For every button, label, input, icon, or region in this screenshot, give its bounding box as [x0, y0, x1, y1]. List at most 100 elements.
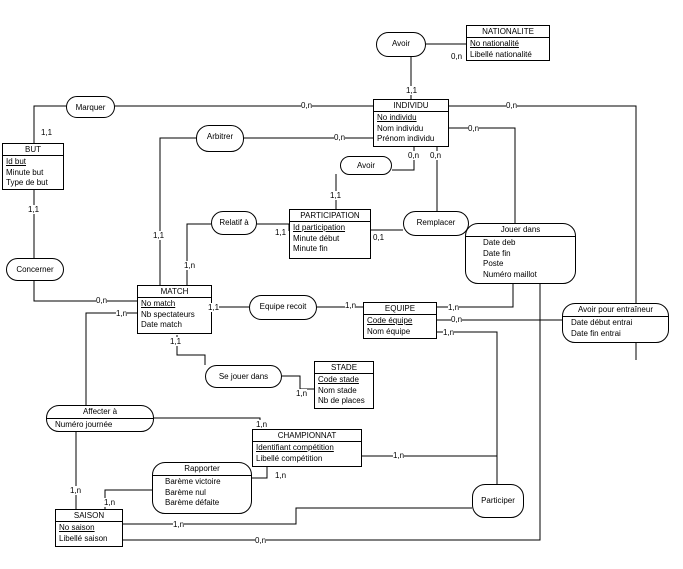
entity-nationalite: NATIONALITE No nationalité Libellé natio… — [466, 25, 550, 61]
attr: Date fin entrai — [571, 328, 621, 338]
card-concerner-match: 0,n — [96, 296, 108, 305]
entity-saison: SAISON No saison Libellé saison — [55, 509, 123, 547]
card-relatif-part: 1,1 — [275, 228, 287, 237]
attr-key: Identifiant compétition — [256, 443, 334, 452]
assoc-marquer: Marquer — [66, 96, 115, 118]
card-participer-equipe: 1,n — [443, 328, 455, 337]
attr: Libellé nationalité — [470, 49, 532, 59]
attr: Barème nul — [165, 487, 206, 497]
assoc-title: Affecter à — [47, 406, 153, 419]
assoc-title: Avoir pour entraîneur — [563, 304, 668, 317]
entity-title: STADE — [315, 362, 373, 374]
card-match-recoit: 1,1 — [208, 303, 220, 312]
attr-key: No individu — [377, 113, 417, 122]
attr: Type de but — [6, 178, 48, 187]
attr-key: Code équipe — [367, 316, 413, 325]
entity-title: CHAMPIONNAT — [253, 430, 361, 442]
attr: Numéro maillot — [483, 269, 537, 279]
attr-key: Id but — [6, 157, 27, 166]
assoc-affecter: Affecter à Numéro journée — [46, 405, 154, 432]
attr: Date début entrai — [571, 318, 633, 327]
assoc-rapporter: Rapporter Barème victoire Barème nul Bar… — [152, 462, 252, 514]
entity-championnat: CHAMPIONNAT Identifiant compétition Libe… — [252, 429, 362, 467]
attr: Date match — [141, 320, 182, 329]
entity-title: BUT — [3, 144, 63, 156]
entity-stade: STADE Code stade Nom stade Nb de places — [314, 361, 374, 409]
assoc-title: Rapporter — [153, 463, 251, 476]
link-equipe-participer — [437, 331, 498, 484]
card-remplacer-part: 0,1 — [373, 233, 385, 242]
entity-match: MATCH No match Nb spectateurs Date match — [137, 285, 212, 334]
attr-key: Id participation — [293, 223, 346, 232]
assoc-se-jouer-dans: Se jouer dans — [205, 365, 282, 388]
link-individu-jouer — [449, 127, 516, 223]
attr: Prénom individu — [377, 134, 435, 143]
card-marquer-but: 1,1 — [41, 128, 53, 137]
card-saison-entraineur: 0,n — [255, 536, 267, 545]
assoc-avoir-nationalite: Avoir — [376, 32, 426, 57]
assoc-remplacer: Remplacer — [403, 211, 469, 236]
assoc-avoir-pour-entraineur: Avoir pour entraîneur Date début entrai … — [562, 303, 669, 343]
card-jouer-equipe: 1,n — [448, 303, 460, 312]
entity-title: PARTICIPATION — [290, 210, 370, 222]
link-concerner-match — [33, 281, 137, 302]
card-relatif-match: 1,n — [184, 261, 196, 270]
link-jouer-equipe — [437, 283, 514, 308]
attr: Minute début — [293, 233, 340, 243]
assoc-participer: Participer — [472, 484, 524, 518]
attr: Nom stade — [318, 385, 357, 395]
attr: Barème victoire — [165, 477, 221, 486]
attr: Nom équipe — [367, 326, 411, 336]
attr: Date deb — [483, 238, 516, 247]
attr-key: No saison — [59, 523, 95, 532]
card-jouer-ind: 0,n — [468, 124, 480, 133]
link-rapporter-championnat — [252, 467, 268, 479]
link-relatif-match — [186, 223, 211, 285]
attr: Libellé compétition — [256, 453, 323, 463]
attr-key: Code stade — [318, 375, 359, 384]
card-affecter-saison: 1,n — [70, 486, 82, 495]
assoc-arbitrer: Arbitrer — [196, 125, 244, 152]
attr: Numéro journée — [55, 420, 113, 429]
card-rapporter-champ: 1,n — [275, 471, 287, 480]
card-avoir1-ind: 1,1 — [406, 86, 418, 95]
card-avoir1-nat: 0,n — [451, 52, 463, 61]
entity-title: EQUIPE — [364, 303, 436, 315]
card-entraineur-ind: 0,n — [506, 101, 518, 110]
card-match-sejouer: 1,1 — [170, 337, 182, 346]
assoc-concerner: Concerner — [6, 258, 64, 281]
card-sejouer-stade: 1,n — [296, 389, 308, 398]
attr: Nom individu — [377, 123, 424, 133]
entity-title: SAISON — [56, 510, 122, 522]
attr: Libellé saison — [59, 533, 108, 543]
entity-individu: INDIVIDU No individu Nom individu Prénom… — [373, 99, 449, 147]
card-participer-saison: 1,n — [173, 520, 185, 529]
card-arbitrer-match: 1,1 — [153, 231, 165, 240]
card-rapporter-saison: 1,n — [104, 498, 116, 507]
assoc-equipe-recoit: Equipe recoit — [249, 295, 317, 320]
attr: Minute fin — [293, 244, 328, 253]
link-participer-saison — [123, 507, 472, 525]
entity-but: BUT Id but Minute but Type de but — [2, 143, 64, 190]
card-avoir2-part: 1,1 — [330, 191, 342, 200]
card-concerner-but: 1,1 — [28, 205, 40, 214]
entity-title: MATCH — [138, 286, 211, 298]
entity-title: NATIONALITE — [467, 26, 549, 38]
link-match-affecter — [85, 312, 137, 406]
entity-equipe: EQUIPE Code équipe Nom équipe — [363, 302, 437, 339]
link-championnat-participer — [362, 455, 498, 484]
attr-key: No match — [141, 299, 176, 308]
attr: Nb spectateurs — [141, 309, 195, 319]
entity-title: INDIVIDU — [374, 100, 448, 112]
entity-participation: PARTICIPATION Id participation Minute dé… — [289, 209, 371, 259]
assoc-title: Jouer dans — [466, 224, 575, 237]
link-sejouer-stade — [282, 375, 314, 390]
card-affecter-champ: 1,n — [256, 420, 268, 429]
attr: Nb de places — [318, 396, 365, 405]
card-recoit-equipe: 1,n — [345, 301, 357, 310]
card-marquer-ind: 0,n — [301, 101, 313, 110]
card-arbitrer-ind: 0,n — [334, 133, 346, 142]
assoc-relatif: Relatif à — [211, 211, 257, 235]
